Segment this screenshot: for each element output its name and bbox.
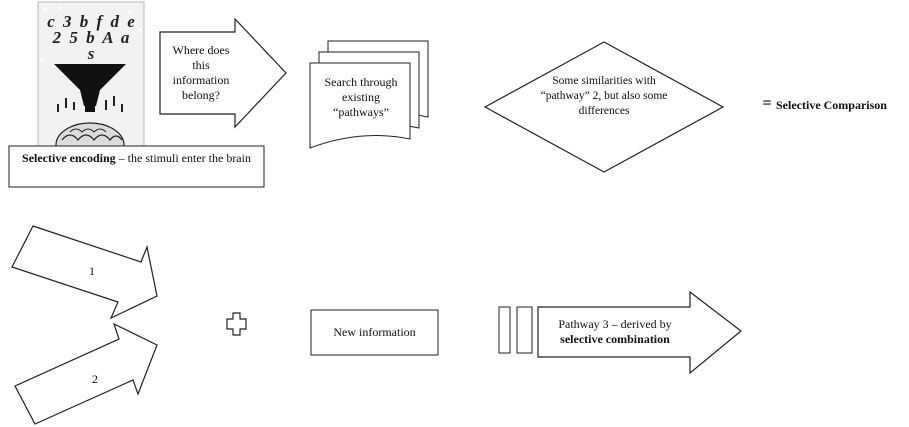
selective-comparison-label: Selective Comparison xyxy=(776,98,887,112)
equals-bar-left xyxy=(498,306,511,354)
pathway-arrow-text: Pathway 3 – derived by selective combina… xyxy=(542,317,688,347)
equals-bar-right xyxy=(516,306,533,354)
comparison-diamond xyxy=(483,41,725,173)
equals-sign: = xyxy=(762,95,772,112)
encoding-bold-text: Selective encoding xyxy=(22,151,116,165)
encoding-dash: – xyxy=(115,151,128,165)
arrow-2-label: 2 xyxy=(92,372,98,386)
arrow-1-shape xyxy=(11,225,158,320)
plus-sign xyxy=(226,312,247,336)
arrow-2-shape xyxy=(14,322,158,425)
new-info-box xyxy=(310,309,439,356)
question-arrow-text: Where does this information belong? xyxy=(172,43,230,102)
encoding-rest-text: the stimuli enter the brain xyxy=(127,151,251,165)
search-document-stack xyxy=(309,40,429,149)
search-document-text: Search through existing “pathways” xyxy=(324,75,398,119)
pathway-plain-text: Pathway 3 – derived by xyxy=(558,317,672,331)
encoding-box-text: Selective encoding – the stimuli enter t… xyxy=(12,151,261,166)
pathway-arrow-shape xyxy=(537,290,742,375)
diamond-text: Some similarities with “pathway” 2, but … xyxy=(540,75,668,117)
question-arrow-shape xyxy=(159,17,287,129)
pathway-bold-text: selective combination xyxy=(560,332,670,346)
funnel-letters: c 3 b f d e 2 5 b A a s xyxy=(47,12,137,63)
encoding-box xyxy=(8,145,265,188)
arrow-1-label: 1 xyxy=(89,264,95,278)
new-info-text: New information xyxy=(333,325,416,339)
